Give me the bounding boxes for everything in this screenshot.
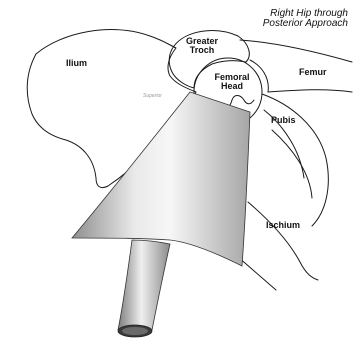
femur-outline: [240, 40, 352, 62]
instrument-handle: [118, 240, 170, 330]
label-greater-troch-2: Troch: [190, 45, 215, 55]
label-femoral-head-2: Head: [221, 81, 243, 91]
label-femur: Femur: [299, 67, 327, 77]
title-line-2: Posterior Approach: [263, 18, 349, 29]
instrument-handle-hole: [122, 327, 148, 335]
label-pubis: Pubis: [271, 115, 296, 125]
ischium-outline: [248, 202, 318, 280]
instrument-blade: [72, 92, 250, 266]
femur-outline-lower: [268, 90, 352, 92]
femur-neck-line: [250, 60, 268, 92]
obturator-line: [272, 130, 312, 198]
label-ischium: Ischium: [266, 220, 300, 230]
label-ilium: Ilium: [66, 58, 87, 68]
label-superior: Superior: [143, 93, 162, 99]
pubis-outline: [262, 94, 328, 226]
